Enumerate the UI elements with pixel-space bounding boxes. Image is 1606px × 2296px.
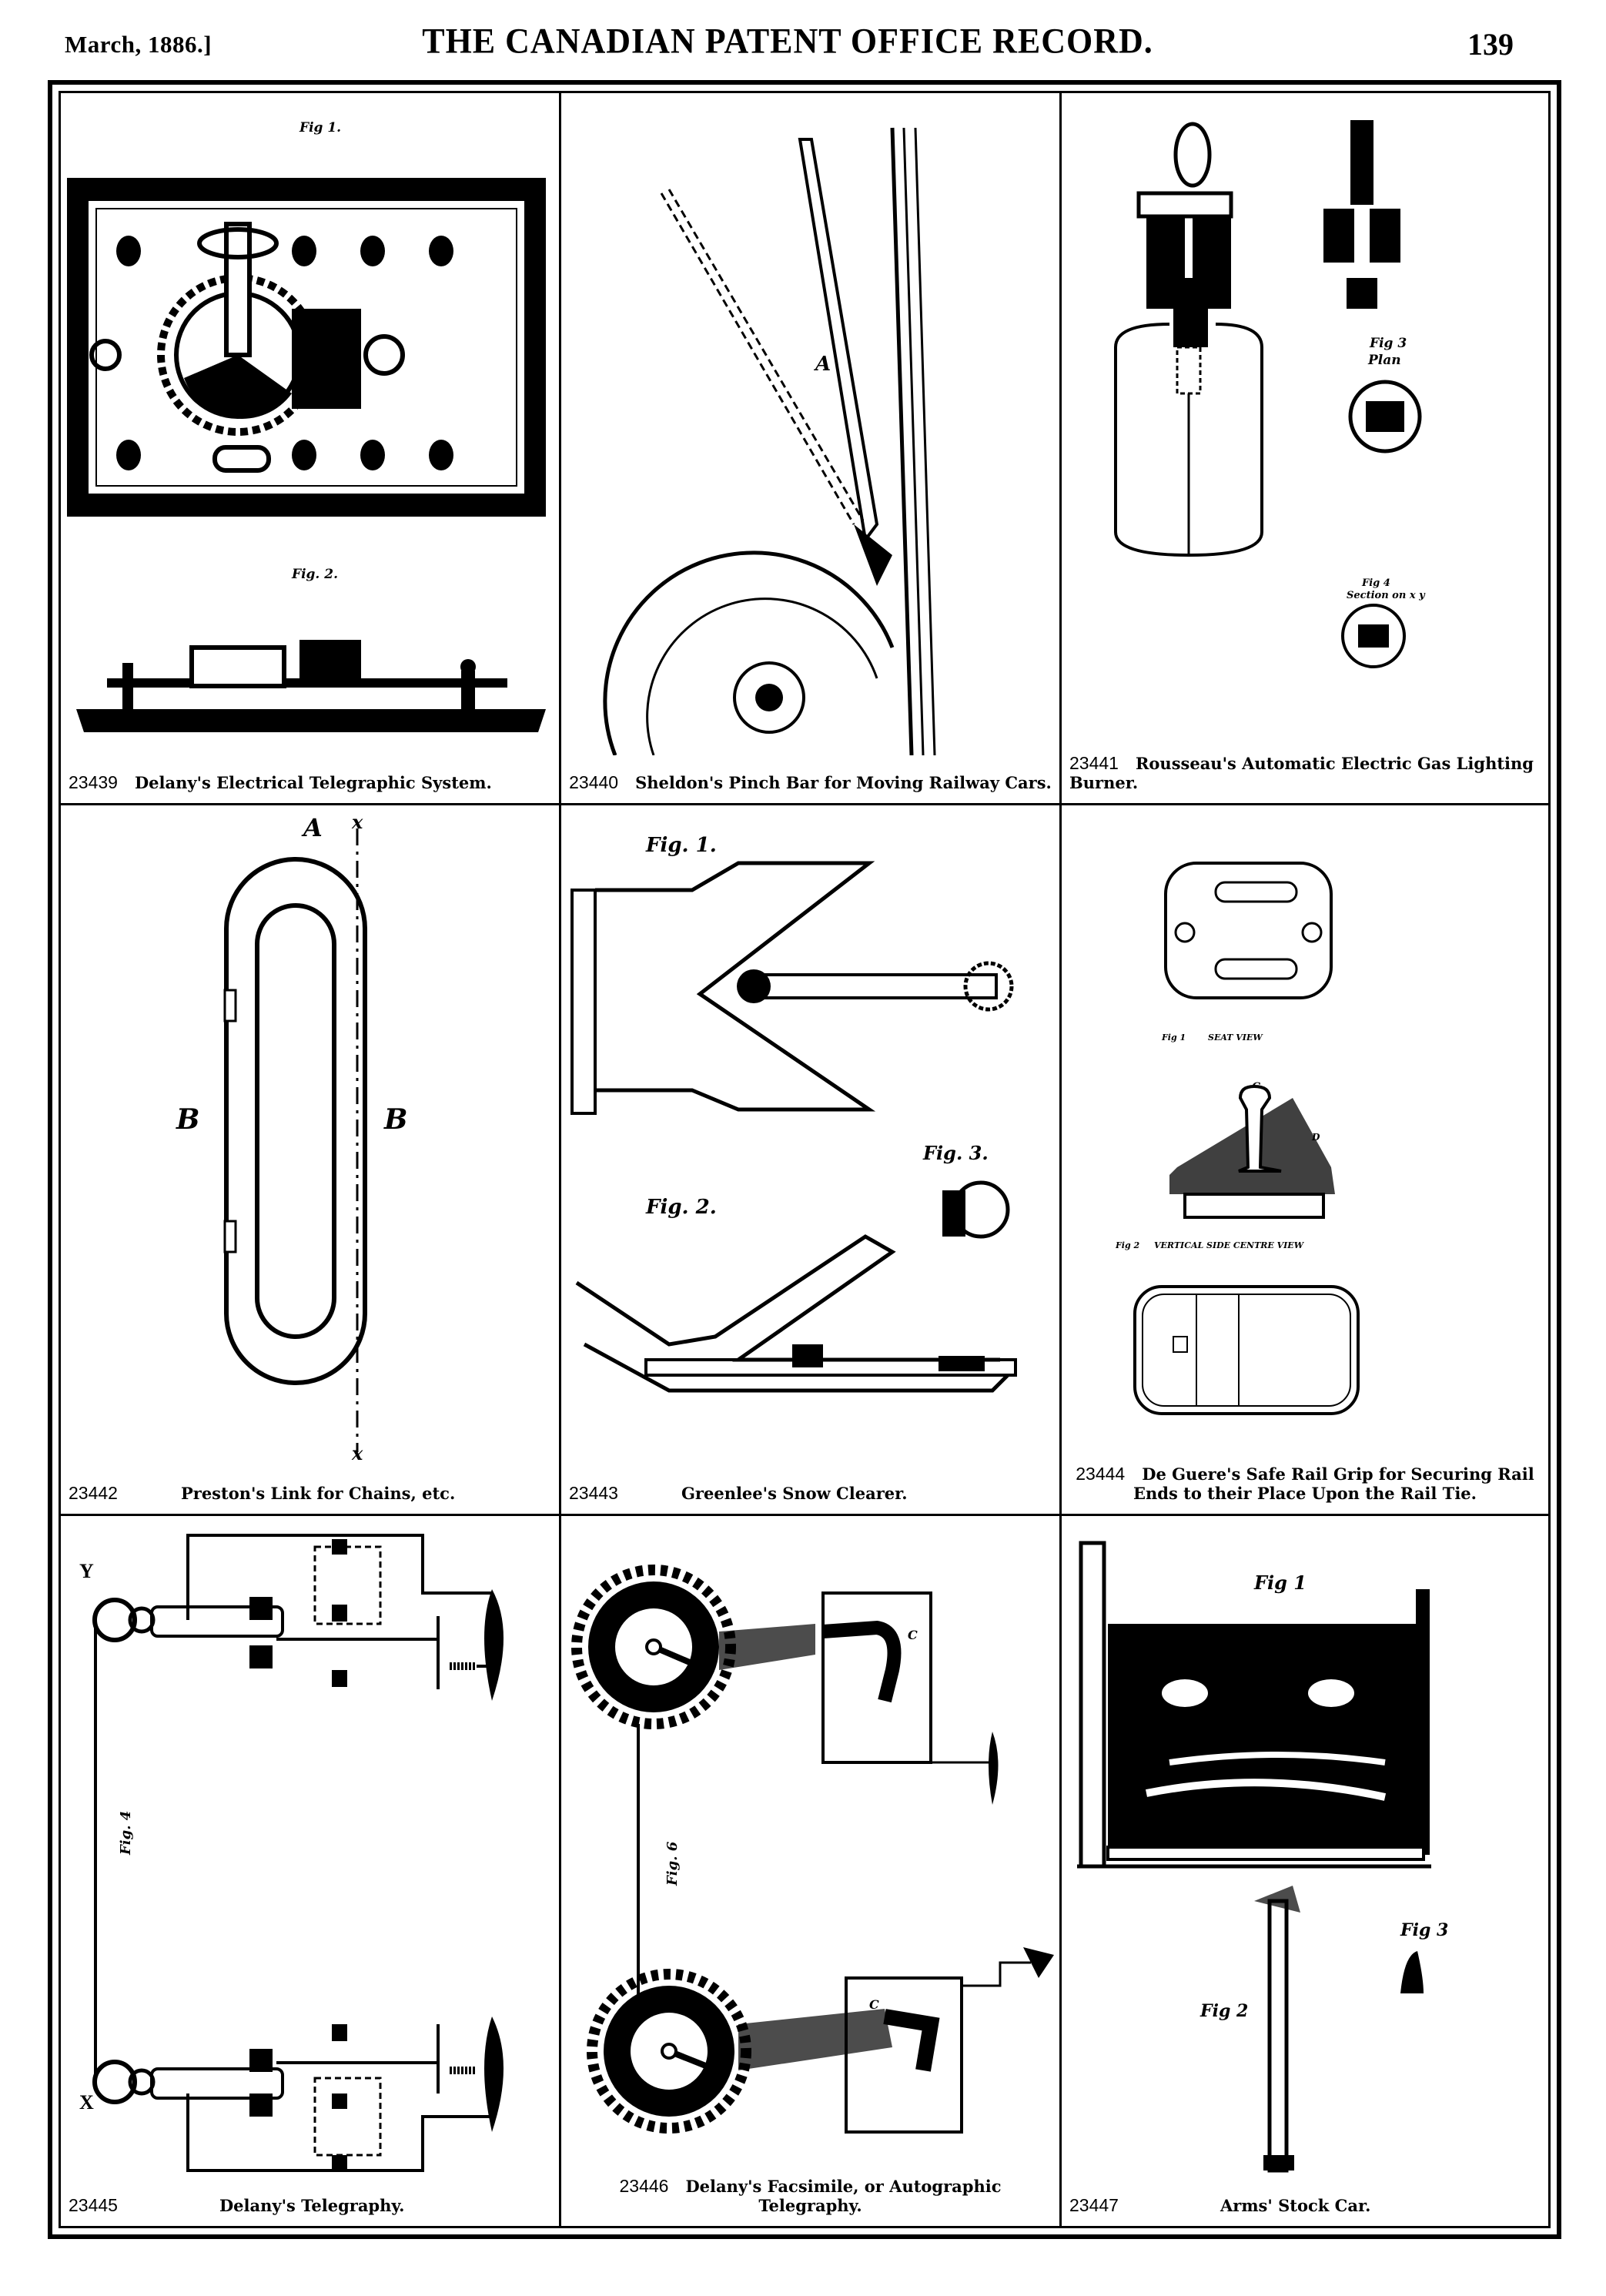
fig-label: Fig. 3. (922, 1142, 989, 1164)
fig-label: Fig 2 (1115, 1240, 1140, 1250)
patent-caption: 23443 Greenlee's Snow Clearer. (569, 1483, 1052, 1504)
fig-label: A (301, 813, 323, 842)
fig-label: Fig 3 (1369, 336, 1407, 351)
patent-number: 23443 (569, 1483, 618, 1503)
fig-label: Fig 1 (1161, 1033, 1186, 1043)
fig-label: Fig. 2. (645, 1196, 717, 1219)
patent-number: 23442 (69, 1483, 118, 1503)
fig-label: B (383, 1103, 407, 1136)
patent-drawing-snow-clearer: Fig. 1. Fig. 3. Fig. 2. (561, 805, 1059, 1468)
patent-cell-23439: Fig 1. (61, 93, 561, 805)
patent-drawing-facsimile-telegraph: C Fig. 6 C (561, 1516, 1059, 2178)
patent-drawing-telegraph-instrument: Fig 1. (61, 93, 559, 755)
patent-caption: 23442 Preston's Link for Chains, etc. (69, 1483, 551, 1504)
patent-drawing-gas-burner: Fig 3 Plan Fig 4 Section on x y (1062, 93, 1548, 755)
fig-label: Y (79, 1560, 94, 1582)
fig-label: Section on x y (1347, 590, 1426, 601)
patent-number: 23439 (69, 772, 118, 792)
patent-caption: 23447 Arms' Stock Car. (1069, 2195, 1541, 2216)
fig-label: C (908, 1628, 918, 1642)
patent-figures-frame: Fig 1. (48, 80, 1561, 2239)
patent-drawing-chain-link: A B B x x (61, 805, 559, 1468)
patent-number: 23444 (1076, 1464, 1126, 1484)
fig-label: Plan (1367, 353, 1401, 368)
fig-label: A (813, 353, 831, 376)
patent-title: Delany's Telegraphy. (219, 2196, 405, 2215)
patent-caption: 23446 Delany's Facsimile, or Autographic … (569, 2176, 1052, 2216)
fig-label: Fig. 4 (118, 1811, 134, 1856)
patent-cell-23445: Y X (61, 1516, 561, 2226)
patent-cell-23446: C Fig. 6 C 2344 (561, 1516, 1062, 2226)
patent-number: 23440 (569, 772, 619, 792)
patent-number: 23441 (1069, 753, 1119, 773)
fig-label: VERTICAL SIDE CENTRE VIEW (1154, 1240, 1305, 1250)
patent-title: Greenlee's Snow Clearer. (681, 1484, 908, 1503)
patent-drawing-rail-grip: Fig 1 SEAT VIEW C D Fig 2 VERTICAL SIDE … (1062, 805, 1548, 1468)
patent-cell-23440: A 23440 Sheldon's Pinch Bar for Moving Ra… (561, 93, 1062, 805)
patent-title: Delany's Facsimile, or Autographic Teleg… (685, 2177, 1002, 2215)
patent-title: Arms' Stock Car. (1220, 2196, 1371, 2215)
patent-number: 23445 (69, 2195, 118, 2215)
fig-label: C (869, 1997, 879, 2012)
patent-title: De Guere's Safe Rail Grip for Securing R… (1133, 1464, 1534, 1503)
patent-drawing-telegraphy-circuit: Y X (61, 1516, 559, 2178)
fig-label: Fig. 6 (664, 1841, 681, 1886)
fig-label: Fig 1. (299, 120, 341, 136)
patent-title: Sheldon's Pinch Bar for Moving Railway C… (635, 773, 1052, 792)
fig-label: x (351, 1442, 363, 1464)
patent-caption: 23440 Sheldon's Pinch Bar for Moving Rail… (569, 772, 1052, 793)
patent-number: 23446 (619, 2176, 669, 2196)
patent-caption: 23439 Delany's Electrical Telegraphic Sys… (69, 772, 551, 793)
fig-label: X (79, 2091, 94, 2114)
patent-number: 23447 (1069, 2195, 1119, 2215)
publication-title: THE CANADIAN PATENT OFFICE RECORD. (422, 21, 1153, 62)
fig-label: SEAT VIEW (1208, 1033, 1263, 1043)
fig-label: D (1311, 1132, 1320, 1143)
fig-label: Fig. 1. (645, 834, 717, 857)
fig-label: Fig 2 (1199, 2001, 1248, 2021)
patent-drawing-pinch-bar: A (561, 93, 1059, 755)
page-number: 139 (1467, 27, 1514, 62)
page-header: March, 1886.] THE CANADIAN PATENT OFFICE… (0, 22, 1606, 68)
patent-title: Delany's Electrical Telegraphic System. (134, 773, 492, 792)
issue-date: March, 1886.] (65, 31, 212, 58)
patent-drawing-stock-car: Fig 1 Fig 2 Fig 3 (1062, 1516, 1548, 2178)
patent-grid: Fig 1. (61, 93, 1548, 2226)
fig-label: B (176, 1103, 199, 1136)
patent-title: Preston's Link for Chains, etc. (180, 1484, 456, 1503)
fig-label: Fig. 2. (291, 567, 338, 582)
patent-cell-23442: A B B x x 23442 Preston's Link for Chains… (61, 805, 561, 1516)
patent-caption: 23444 De Guere's Safe Rail Grip for Secur… (1069, 1464, 1541, 1504)
fig-label: Fig 1 (1253, 1571, 1307, 1594)
patent-title: Rousseau's Automatic Electric Gas Lighti… (1069, 754, 1534, 792)
fig-label: x (351, 811, 363, 833)
patent-caption: 23445 Delany's Telegraphy. (69, 2195, 551, 2216)
fig-label: Fig 3 (1400, 1920, 1448, 1940)
fig-label: Fig 4 (1361, 577, 1390, 589)
patent-cell-23444: Fig 1 SEAT VIEW C D Fig 2 VERTICAL SIDE … (1062, 805, 1548, 1516)
